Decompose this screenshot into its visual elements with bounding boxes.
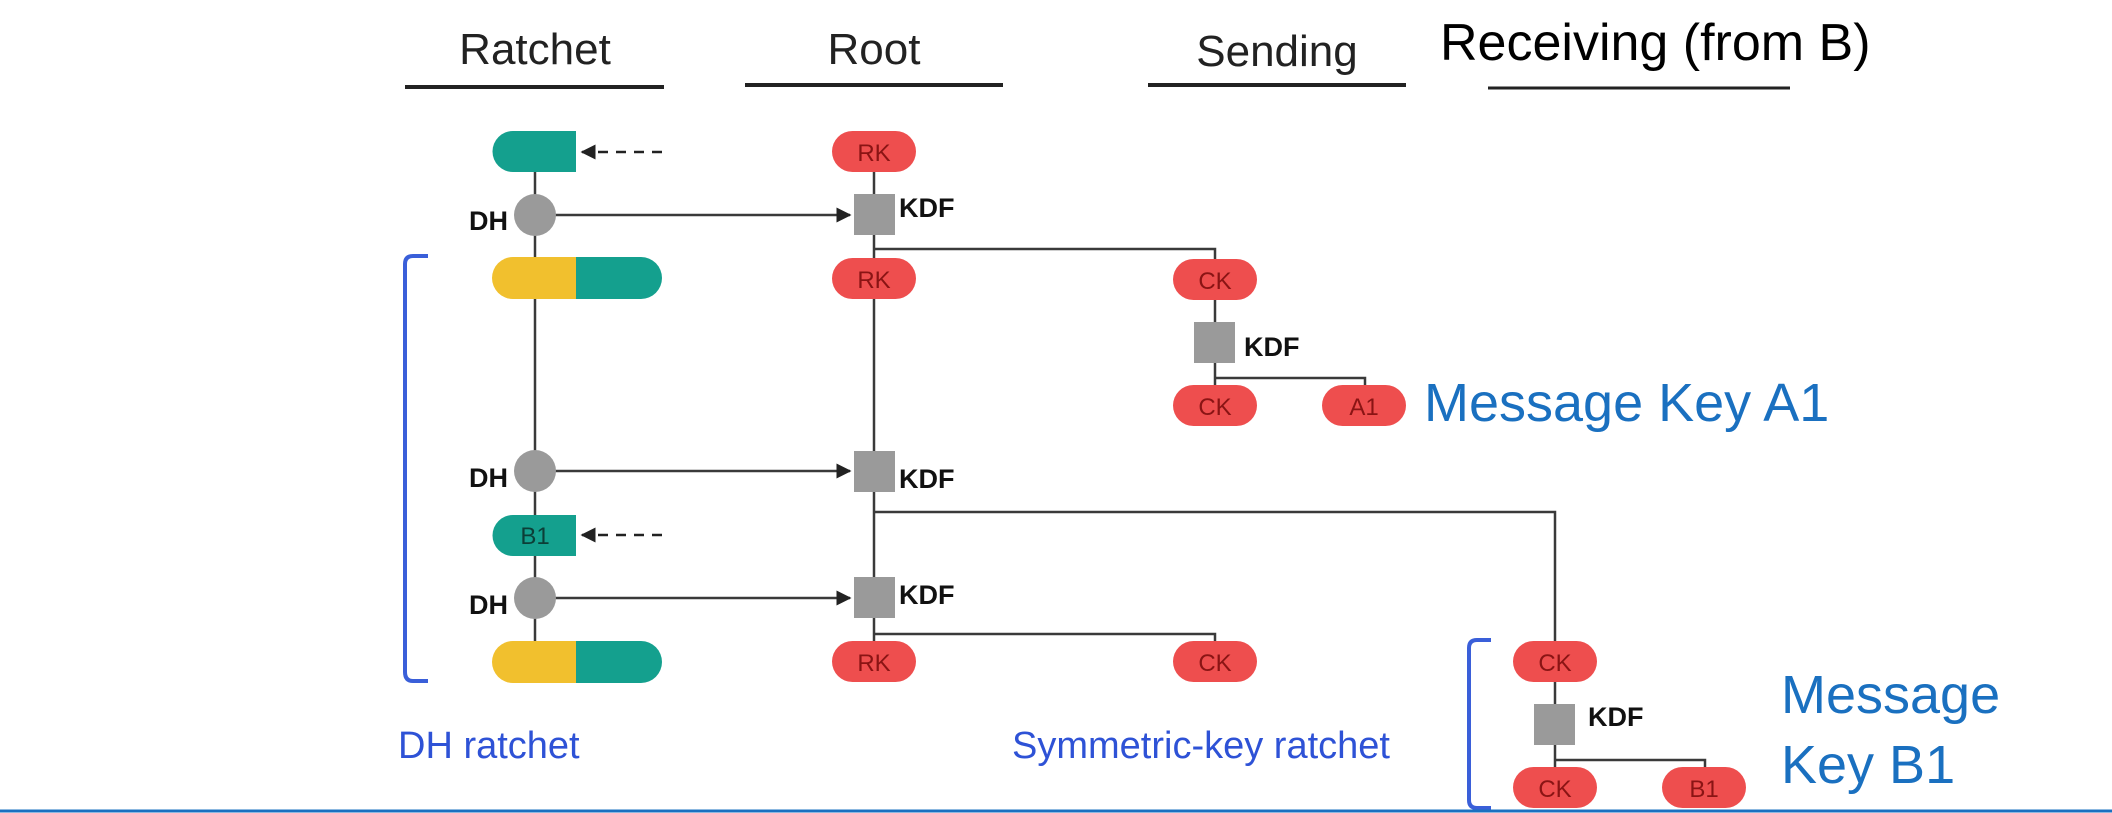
dh-node-3: DH bbox=[469, 577, 556, 620]
receiving-kdf: KDF bbox=[1534, 702, 1644, 745]
message-key-a1: A1 bbox=[1322, 385, 1406, 426]
root-kdf-2-label: KDF bbox=[899, 464, 955, 494]
root-rk-1-label: RK bbox=[857, 140, 890, 167]
symmetric-ratchet-label: Symmetric-key ratchet bbox=[1012, 725, 1390, 767]
sending-kdf-label: KDF bbox=[1244, 332, 1300, 362]
ratchet-b1-label: B1 bbox=[520, 523, 549, 550]
receiving-ck-2: CK bbox=[1513, 767, 1597, 808]
message-key-a1-pill-label: A1 bbox=[1349, 394, 1378, 421]
ratchet-keypair-2 bbox=[492, 641, 662, 683]
header-sending: Sending bbox=[1196, 27, 1357, 76]
root-rk-1: RK bbox=[832, 131, 916, 172]
receiving-ck-1-label: CK bbox=[1538, 650, 1571, 677]
dh-ratchet-bracket bbox=[403, 254, 428, 683]
root-kdf-1-label: KDF bbox=[899, 193, 955, 223]
dh-label-2: DH bbox=[469, 463, 508, 493]
dh-label-3: DH bbox=[469, 590, 508, 620]
receiving-kdf-label: KDF bbox=[1588, 702, 1644, 732]
sending-ck-2: CK bbox=[1173, 385, 1257, 426]
message-key-b1-pill-label: B1 bbox=[1689, 776, 1718, 803]
dh-ratchet-label: DH ratchet bbox=[398, 725, 580, 767]
root-rk-2: RK bbox=[832, 258, 916, 299]
root-kdf-2: KDF bbox=[854, 451, 955, 494]
message-key-b1-label-line1: Message bbox=[1781, 665, 2000, 725]
ratchet-public-key-top bbox=[492, 131, 576, 172]
root-kdf-1: KDF bbox=[854, 193, 955, 235]
ratchet-public-key-b1: B1 bbox=[492, 515, 576, 556]
message-key-b1: B1 bbox=[1662, 767, 1746, 808]
message-key-b1-label-line2: Key B1 bbox=[1781, 735, 1955, 795]
dh-node-2: DH bbox=[469, 450, 556, 493]
kdf1-to-ck bbox=[874, 247, 1217, 270]
kdf3-to-ck bbox=[874, 632, 1217, 648]
message-key-a1-label: Message Key A1 bbox=[1424, 373, 1829, 433]
sending-ck-3: CK bbox=[1173, 641, 1257, 682]
root-kdf-3: KDF bbox=[854, 577, 955, 618]
symmetric-ratchet-bracket bbox=[1467, 638, 1491, 810]
header-ratchet: Ratchet bbox=[459, 25, 611, 74]
sending-ck-1: CK bbox=[1173, 259, 1257, 300]
header-root: Root bbox=[828, 25, 921, 74]
root-rk-2-label: RK bbox=[857, 267, 890, 294]
sending-ck-3-label: CK bbox=[1198, 650, 1231, 677]
receiving-ck-2-label: CK bbox=[1538, 776, 1571, 803]
root-kdf-3-label: KDF bbox=[899, 580, 955, 610]
dh-label-1: DH bbox=[469, 206, 508, 236]
kdf2-to-receiving-ck bbox=[874, 510, 1557, 647]
receiving-ck-1: CK bbox=[1513, 641, 1597, 682]
dh-node-1: DH bbox=[469, 194, 556, 236]
root-rk-3-label: RK bbox=[857, 650, 890, 677]
sending-ck-2-label: CK bbox=[1198, 394, 1231, 421]
ratchet-keypair-1 bbox=[492, 257, 662, 299]
sending-kdf: KDF bbox=[1194, 322, 1300, 363]
sending-ck-1-label: CK bbox=[1198, 268, 1231, 295]
root-rk-3: RK bbox=[832, 641, 916, 682]
header-receiving: Receiving (from B) bbox=[1440, 14, 1871, 72]
